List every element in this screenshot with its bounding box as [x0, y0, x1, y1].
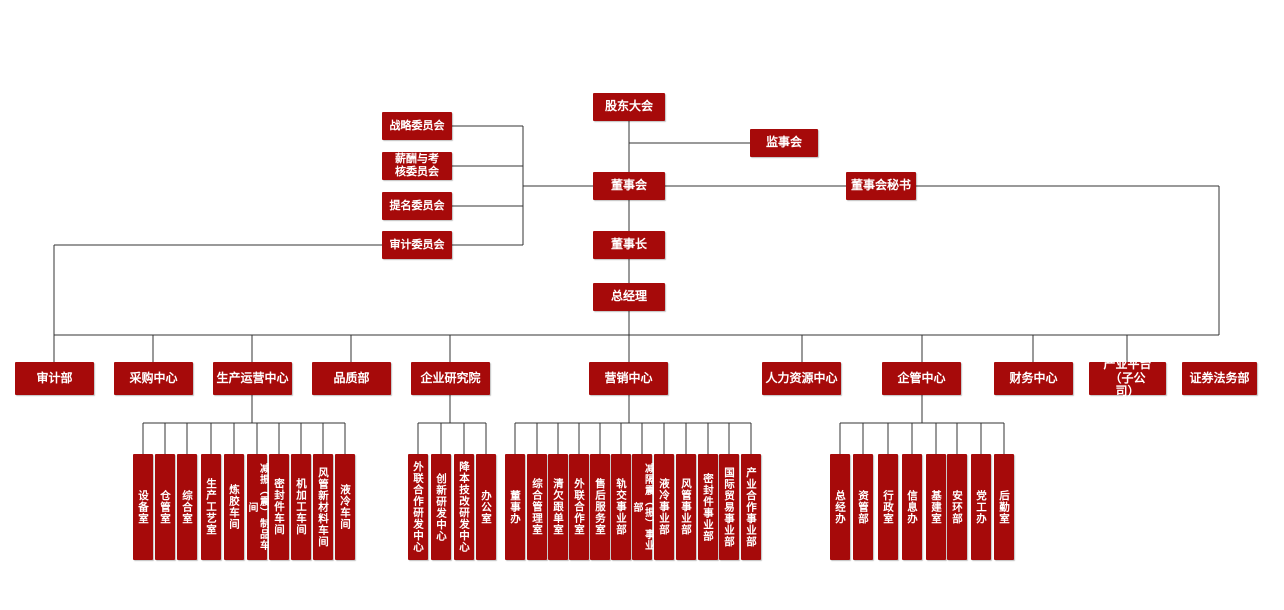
dept-quality-box[interactable]: 品质部 — [312, 362, 391, 395]
production-unit-box[interactable]: 设备室 — [133, 454, 153, 560]
marketing-unit-box[interactable]: 产业合作事业部 — [741, 454, 761, 560]
marketing-unit-box[interactable]: 风管事业部 — [676, 454, 696, 560]
dept-marketing-box[interactable]: 营销中心 — [589, 362, 668, 395]
strategy-committee-box[interactable]: 战略委员会 — [382, 112, 452, 140]
nomination-committee-box[interactable]: 提名委员会 — [382, 192, 452, 220]
production-unit-box[interactable]: 密封件车间 — [269, 454, 289, 560]
board-secretary-box[interactable]: 董事会秘书 — [846, 172, 916, 200]
marketing-unit-box[interactable]: 国际贸易事业部 — [719, 454, 739, 560]
research-unit-box[interactable]: 创新研发中心 — [431, 454, 451, 560]
dept-procurement-box[interactable]: 采购中心 — [114, 362, 193, 395]
dept-securities-box[interactable]: 证券法务部 — [1182, 362, 1257, 395]
management-unit-box[interactable]: 总经办 — [830, 454, 850, 560]
board-box[interactable]: 董事会 — [593, 172, 665, 200]
dept-production-box[interactable]: 生产运营中心 — [213, 362, 292, 395]
management-unit-box[interactable]: 党工办 — [971, 454, 991, 560]
research-unit-box[interactable]: 办公室 — [476, 454, 496, 560]
marketing-unit-box[interactable]: 轨交事业部 — [611, 454, 631, 560]
marketing-unit-box[interactable]: 董事办 — [505, 454, 525, 560]
management-unit-box[interactable]: 后勤室 — [994, 454, 1014, 560]
production-unit-box[interactable]: 仓管室 — [155, 454, 175, 560]
marketing-unit-box[interactable]: 密封件事业部 — [698, 454, 718, 560]
supervisors-box[interactable]: 监事会 — [750, 129, 818, 157]
production-unit-box[interactable]: 风管新材料车间 — [313, 454, 333, 560]
dept-audit-box[interactable]: 审计部 — [15, 362, 94, 395]
marketing-unit-box[interactable]: 减隔震（振）事业部 — [631, 454, 654, 560]
dept-management-box[interactable]: 企管中心 — [882, 362, 961, 395]
chairman-box[interactable]: 董事长 — [593, 231, 665, 259]
marketing-unit-box[interactable]: 清欠跟单室 — [548, 454, 568, 560]
management-unit-box[interactable]: 基建室 — [926, 454, 946, 560]
dept-platform-box[interactable]: 产业平台（子公司） — [1089, 357, 1166, 398]
research-unit-box[interactable]: 外联合作研发中心 — [408, 454, 428, 560]
management-unit-box[interactable]: 资管部 — [853, 454, 873, 560]
production-unit-box[interactable]: 生产工艺室 — [201, 454, 221, 560]
production-unit-box[interactable]: 机加工车间 — [291, 454, 311, 560]
audit-committee-box[interactable]: 审计委员会 — [382, 231, 452, 259]
research-unit-box[interactable]: 降本技改研发中心 — [454, 454, 474, 560]
compensation-committee-box[interactable]: 薪酬与考核委员会 — [382, 152, 452, 180]
dept-hr-box[interactable]: 人力资源中心 — [762, 362, 841, 395]
dept-finance-box[interactable]: 财务中心 — [994, 362, 1073, 395]
production-unit-box[interactable]: 炼胶车间 — [224, 454, 244, 560]
marketing-unit-box[interactable]: 综合管理室 — [527, 454, 547, 560]
management-unit-box[interactable]: 信息办 — [902, 454, 922, 560]
general-manager-box[interactable]: 总经理 — [593, 283, 665, 311]
marketing-unit-box[interactable]: 售后服务室 — [590, 454, 610, 560]
production-unit-box[interactable]: 减振（震）制品车间 — [246, 454, 269, 560]
dept-research-box[interactable]: 企业研究院 — [411, 362, 490, 395]
production-unit-box[interactable]: 综合室 — [177, 454, 197, 560]
management-unit-box[interactable]: 行政室 — [878, 454, 898, 560]
marketing-unit-box[interactable]: 液冷事业部 — [654, 454, 674, 560]
shareholders-box[interactable]: 股东大会 — [593, 93, 665, 121]
production-unit-box[interactable]: 液冷车间 — [335, 454, 355, 560]
marketing-unit-box[interactable]: 外联合作室 — [569, 454, 589, 560]
management-unit-box[interactable]: 安环部 — [947, 454, 967, 560]
